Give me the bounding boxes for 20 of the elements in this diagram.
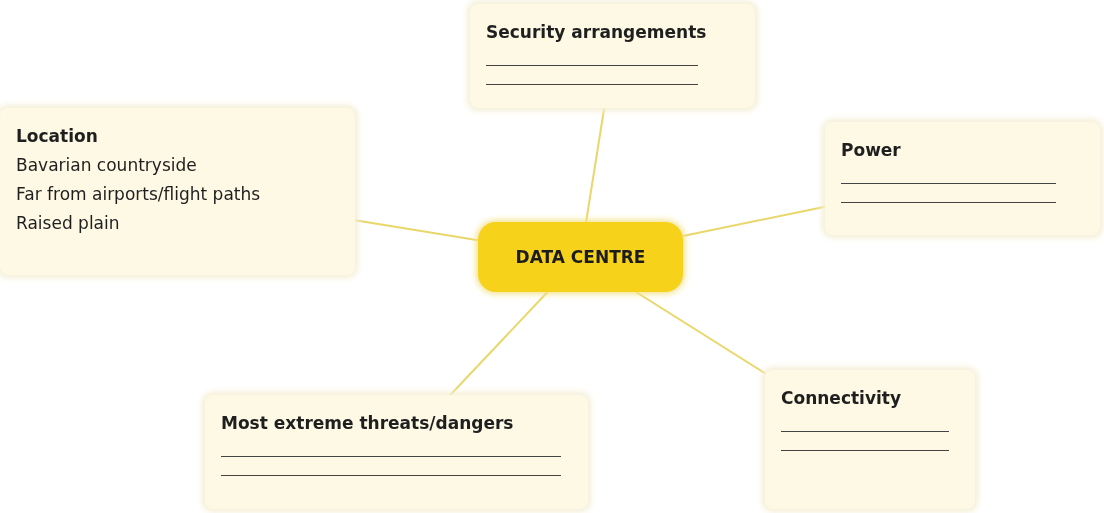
topic-card bbox=[765, 370, 975, 509]
connector-line bbox=[635, 291, 766, 375]
connector-line bbox=[354, 219, 479, 242]
central-topic: DATA CENTRE bbox=[515, 247, 646, 267]
card-heading: Power bbox=[841, 139, 902, 162]
card-note: Far from airports/flight paths bbox=[16, 183, 262, 206]
topic-card bbox=[825, 122, 1100, 235]
card-heading: Most extreme threats/dangers bbox=[221, 412, 515, 435]
card-heading: Security arrangements bbox=[486, 21, 708, 44]
topic-card bbox=[470, 4, 755, 108]
topic-card bbox=[0, 108, 355, 275]
connector-line bbox=[682, 205, 826, 237]
topic-card bbox=[205, 395, 588, 509]
connector-line bbox=[585, 107, 606, 223]
card-heading: Location bbox=[16, 125, 99, 148]
card-note: Raised plain bbox=[16, 212, 121, 235]
card-heading: Connectivity bbox=[781, 387, 903, 410]
connector-line bbox=[449, 291, 549, 396]
card-note: Bavarian countryside bbox=[16, 154, 198, 177]
central-topic-box bbox=[478, 222, 683, 292]
